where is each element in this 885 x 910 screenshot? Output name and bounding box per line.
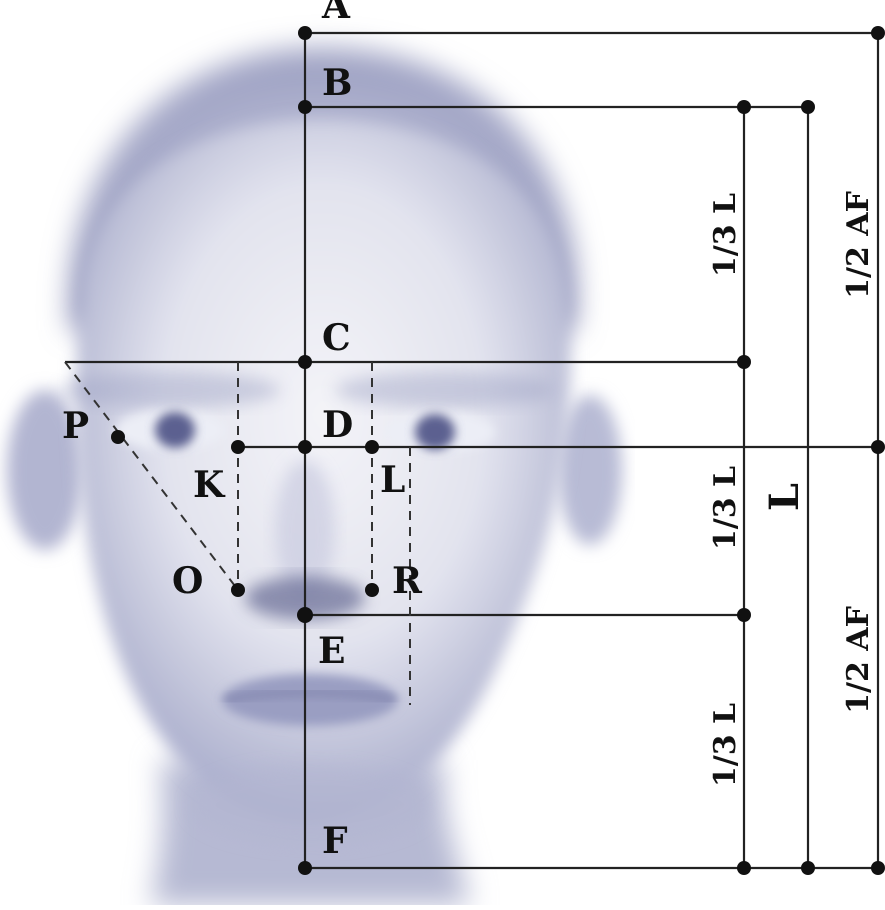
measurement-lines xyxy=(65,31,880,870)
point-L-top xyxy=(801,100,815,114)
label-C: C xyxy=(322,317,351,359)
label-E: E xyxy=(318,630,345,672)
point-C xyxy=(298,355,312,369)
construction-lines xyxy=(64,361,411,705)
point-thirds-E xyxy=(737,608,751,622)
point-K xyxy=(231,440,245,454)
label-F: F xyxy=(322,820,348,862)
point-thirds-bottom xyxy=(737,861,751,875)
points xyxy=(111,26,885,875)
label-A: A xyxy=(321,0,351,27)
measure-third-mid: 1/3 L xyxy=(708,466,743,550)
label-R: R xyxy=(392,560,423,602)
measure-third-bottom: 1/3 L xyxy=(708,703,743,787)
measure-third-top: 1/3 L xyxy=(708,193,743,277)
label-D: D xyxy=(322,404,353,446)
point-E xyxy=(297,607,313,623)
point-af-top xyxy=(871,26,885,40)
measure-total-L: L xyxy=(761,483,808,511)
point-thirds-top xyxy=(737,100,751,114)
measure-half-top: 1/2 AF xyxy=(841,191,876,299)
measure-labels: 1/3 L 1/3 L 1/3 L L 1/2 AF 1/2 AF xyxy=(708,191,876,787)
label-B: B xyxy=(322,62,352,104)
label-P: P xyxy=(62,405,89,447)
point-O xyxy=(231,583,245,597)
point-labels: A B C D E F P K L O R xyxy=(62,0,423,862)
point-R xyxy=(365,583,379,597)
point-B xyxy=(298,100,312,114)
point-L-bottom xyxy=(801,861,815,875)
point-thirds-C xyxy=(737,355,751,369)
point-L xyxy=(365,440,379,454)
label-O: O xyxy=(172,560,203,602)
label-K: K xyxy=(193,464,226,506)
point-af-bottom xyxy=(871,861,885,875)
point-P xyxy=(111,430,125,444)
label-L: L xyxy=(380,459,405,501)
point-A xyxy=(298,26,312,40)
point-af-mid xyxy=(871,440,885,454)
measure-half-bottom: 1/2 AF xyxy=(841,606,876,714)
point-D xyxy=(298,440,312,454)
face-illustration xyxy=(7,48,622,905)
point-F xyxy=(298,861,312,875)
